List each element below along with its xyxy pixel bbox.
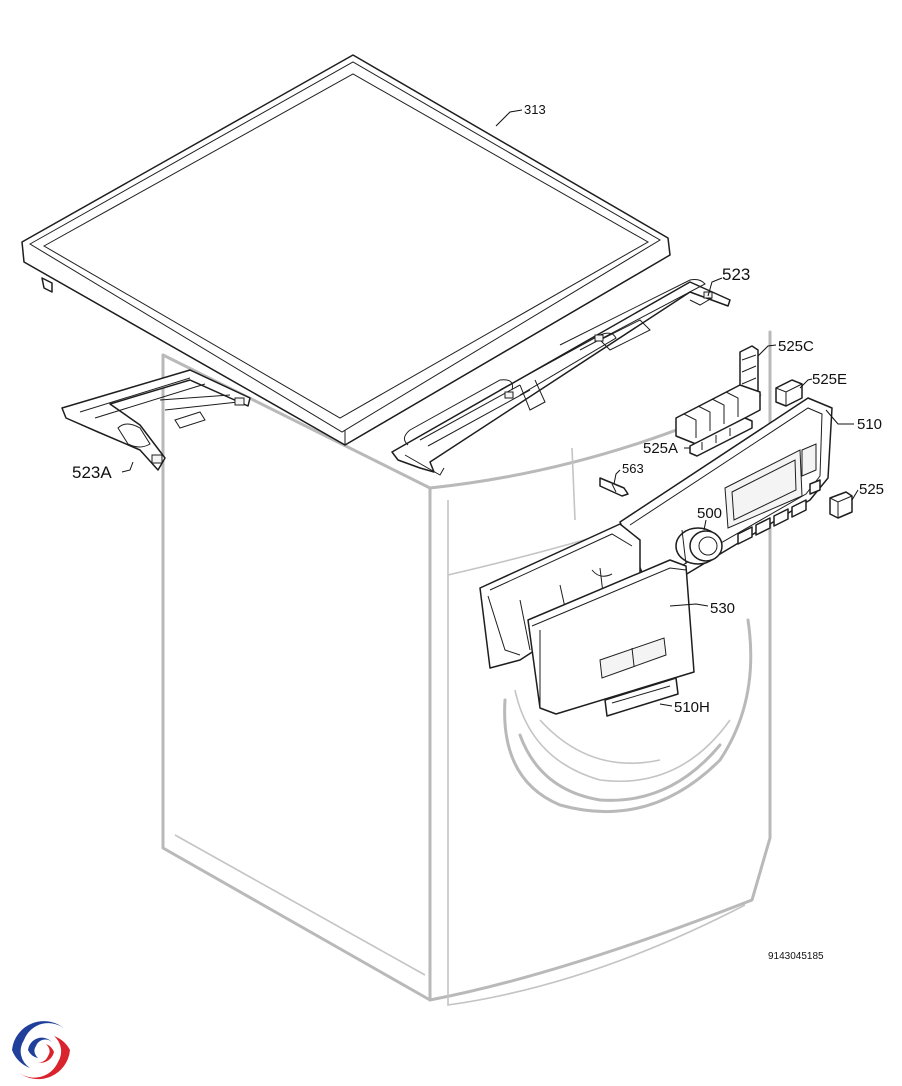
program-knob-500[interactable] — [675, 527, 723, 565]
callout-563: 563 — [622, 461, 644, 476]
callout-313: 313 — [524, 102, 546, 117]
callout-530: 530 — [710, 600, 735, 617]
callout-523: 523 — [722, 265, 750, 284]
leader-lines — [121, 109, 859, 707]
callout-525: 525 — [859, 481, 884, 498]
callout-523a: 523A — [72, 463, 112, 482]
swirl-logo — [12, 1021, 70, 1080]
side-bracket-523a[interactable] — [61, 369, 251, 471]
drawer-badge-510h[interactable] — [604, 677, 679, 717]
part-525[interactable] — [829, 491, 853, 519]
rear-bracket-523[interactable] — [391, 279, 731, 476]
callout-525a: 525A — [643, 440, 678, 457]
callout-500: 500 — [697, 505, 722, 522]
callout-labels: 313 523 523A 525C 525E 510 525A 563 525 … — [72, 102, 884, 716]
callout-525c: 525C — [778, 338, 814, 355]
callout-510h: 510H — [674, 699, 710, 716]
button-block-525a[interactable] — [675, 384, 761, 457]
dispenser-drawer-530[interactable] — [479, 523, 695, 715]
callout-525e: 525E — [812, 371, 847, 388]
document-code: 9143045185 — [768, 951, 824, 962]
control-panel-510[interactable] — [619, 397, 833, 591]
part-525e[interactable] — [775, 379, 803, 407]
top-cover-313[interactable] — [21, 54, 671, 446]
callout-510: 510 — [857, 416, 882, 433]
part-563[interactable] — [599, 477, 629, 497]
